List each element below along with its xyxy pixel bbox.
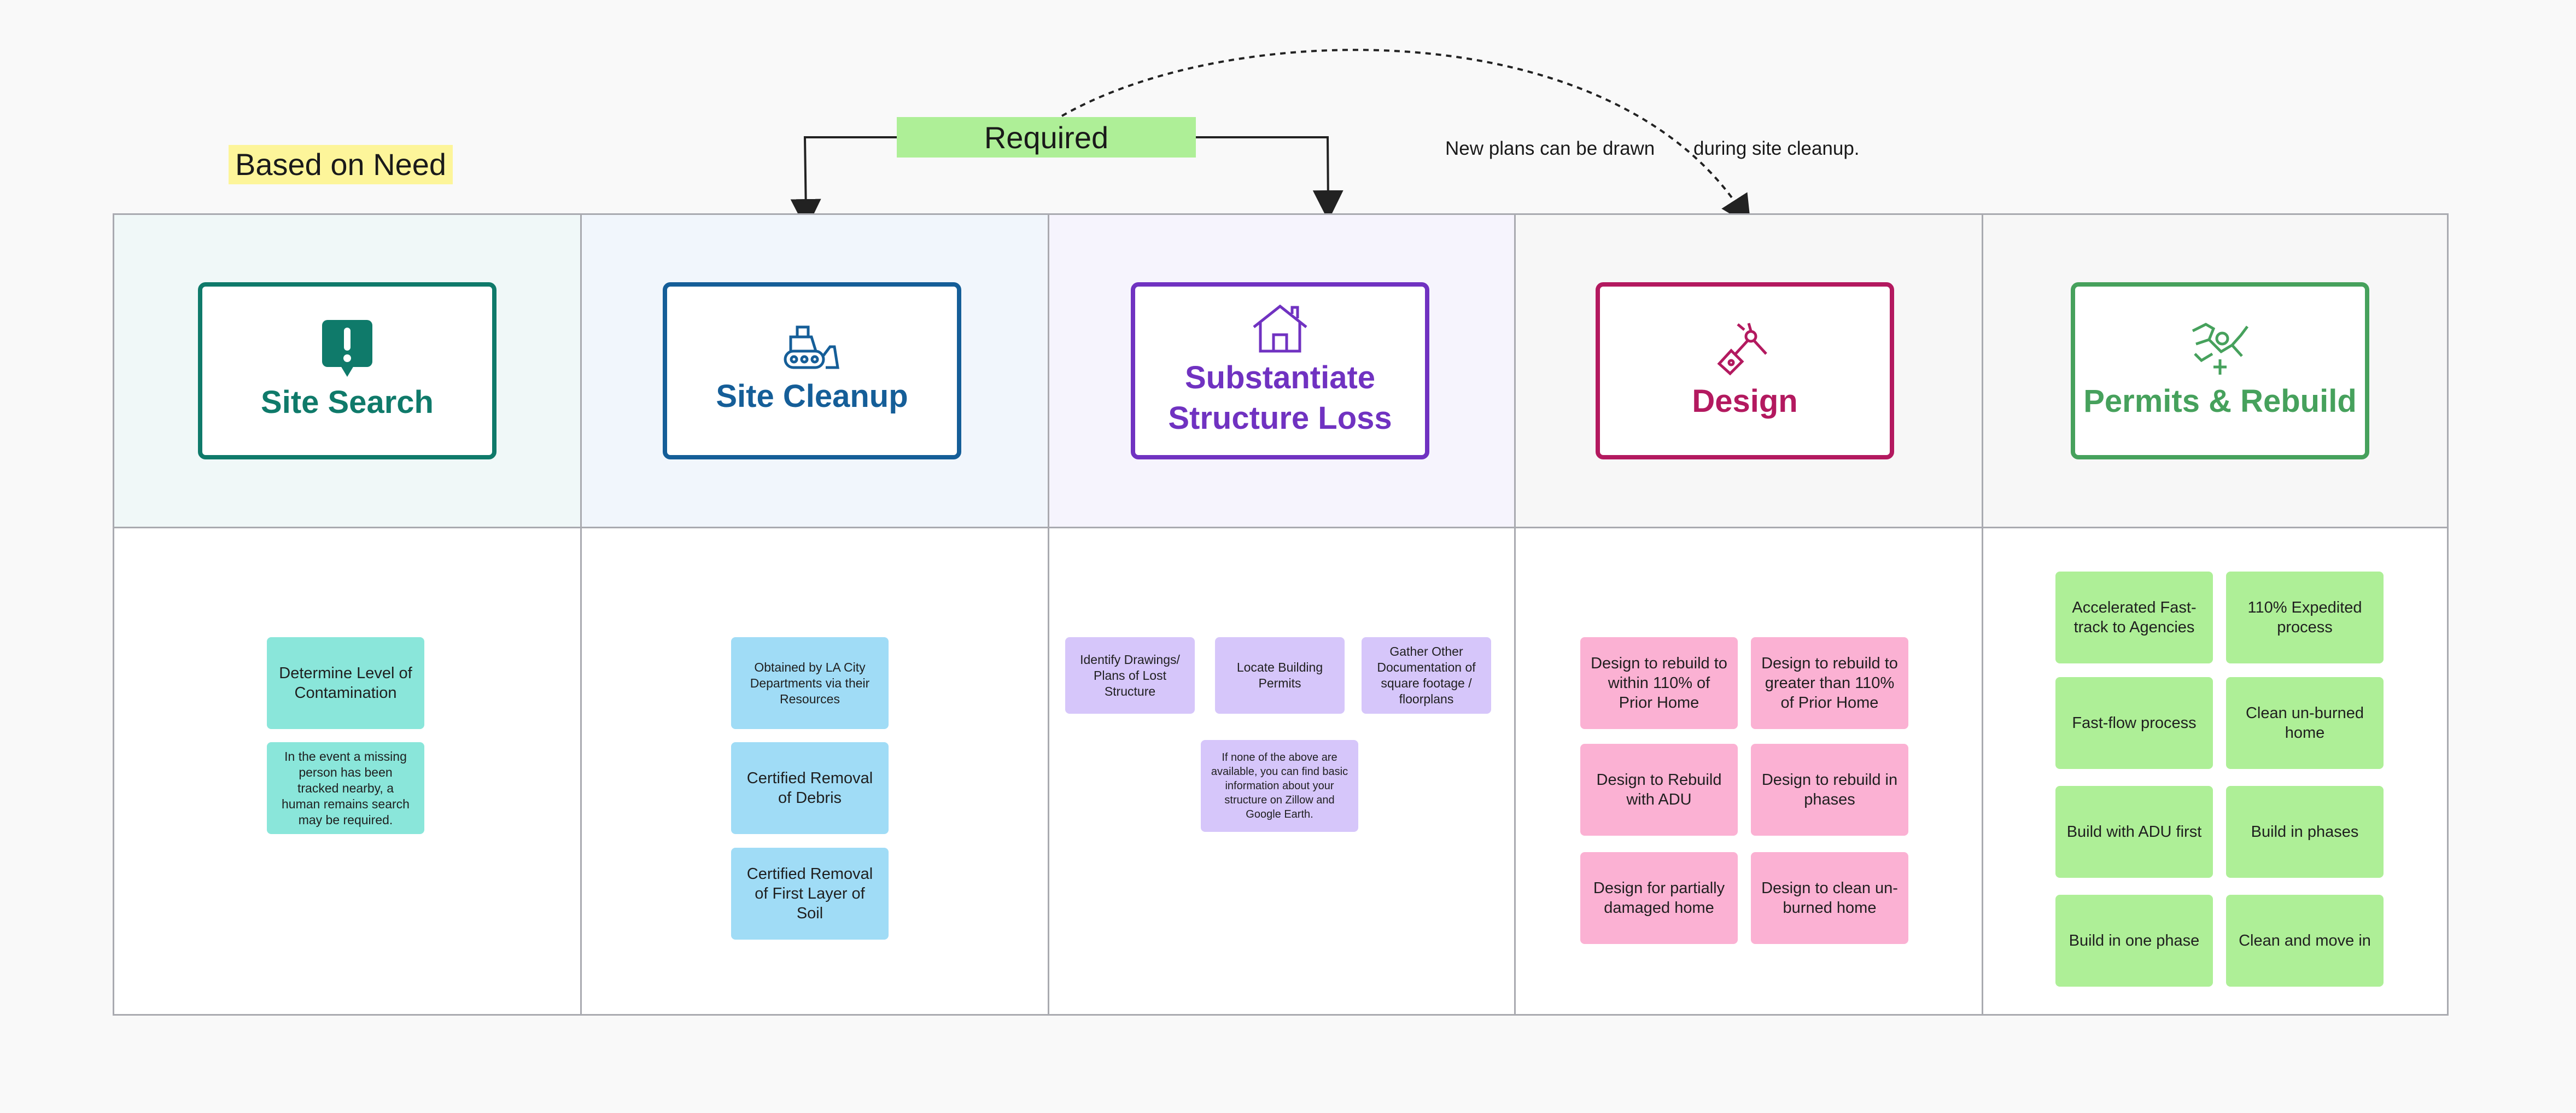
sticky-note: Design to clean un-burned home xyxy=(1751,852,1908,944)
sticky-note: Build in phases xyxy=(2226,786,2384,878)
note-text-part2: during site cleanup. xyxy=(1693,138,1860,159)
sticky-note: Design to rebuild to within 110% of Prio… xyxy=(1580,637,1738,729)
handshake-icon xyxy=(2192,323,2248,375)
bulldozer-icon xyxy=(784,325,839,369)
sticky-note: Fast-flow process xyxy=(2055,677,2213,769)
sticky-note: Obtained by LA City Departments via thei… xyxy=(731,637,889,729)
sticky-note: Certified Removal of First Layer of Soil xyxy=(731,848,889,940)
based-on-need-label: Based on Need xyxy=(229,145,453,184)
drafting-pen-icon xyxy=(1717,323,1767,376)
sticky-note: In the event a missing person has been t… xyxy=(267,742,424,834)
required-to-site-cleanup-connector xyxy=(790,136,897,230)
connectors xyxy=(790,49,1751,230)
sticky-note: Design for partially damaged home xyxy=(1580,852,1738,944)
design-card: Design xyxy=(1596,282,1894,459)
row-divider xyxy=(114,527,2447,528)
sticky-note: Certified Removal of Debris xyxy=(731,742,889,834)
col-divider-2 xyxy=(1048,215,1049,1014)
sticky-note: Design to rebuild in phases xyxy=(1751,744,1908,836)
sticky-note: Build with ADU first xyxy=(2055,786,2213,878)
design-title: Design xyxy=(1692,383,1798,419)
permits-title: Permits & Rebuild xyxy=(2083,383,2357,419)
sticky-note: 110% Expedited process xyxy=(2226,572,2384,663)
sticky-note: Clean and move in xyxy=(2226,895,2384,987)
sticky-note: Locate Building Permits xyxy=(1215,637,1345,714)
sticky-note: Build in one phase xyxy=(2055,895,2213,987)
sticky-note: Design to rebuild to greater than 110% o… xyxy=(1751,637,1908,729)
sticky-note: Design to Rebuild with ADU xyxy=(1580,744,1738,836)
required-to-substantiate-connector xyxy=(1196,136,1344,221)
sticky-note: If none of the above are available, you … xyxy=(1201,740,1358,832)
house-icon xyxy=(1253,304,1307,353)
sticky-note: Identify Drawings/ Plans of Lost Structu… xyxy=(1065,637,1195,714)
alert-bubble-icon xyxy=(322,320,372,377)
site-search-card: Site Search xyxy=(198,282,496,459)
sticky-note: Determine Level of Contamination xyxy=(267,637,424,729)
sticky-note: Clean un-burned home xyxy=(2226,677,2384,769)
required-label: Required xyxy=(897,117,1196,158)
substantiate-title-line1: Substantiate xyxy=(1184,360,1376,395)
note-text-part1: New plans can be drawn xyxy=(1445,138,1655,159)
site-search-title: Site Search xyxy=(261,384,434,420)
substantiate-title-line2: Structure Loss xyxy=(1168,400,1392,436)
dashed-arc-connector xyxy=(1061,49,1751,226)
permits-card: Permits & Rebuild xyxy=(2071,282,2369,459)
sticky-note: Gather Other Documentation of square foo… xyxy=(1362,637,1491,714)
col-divider-1 xyxy=(580,215,582,1014)
site-cleanup-title: Site Cleanup xyxy=(716,378,908,414)
col-divider-3 xyxy=(1514,215,1516,1014)
site-cleanup-card: Site Cleanup xyxy=(663,282,961,459)
col-divider-4 xyxy=(1982,215,1983,1014)
sticky-note: Accelerated Fast-track to Agencies xyxy=(2055,572,2213,663)
substantiate-card: Substantiate Structure Loss xyxy=(1131,282,1429,459)
